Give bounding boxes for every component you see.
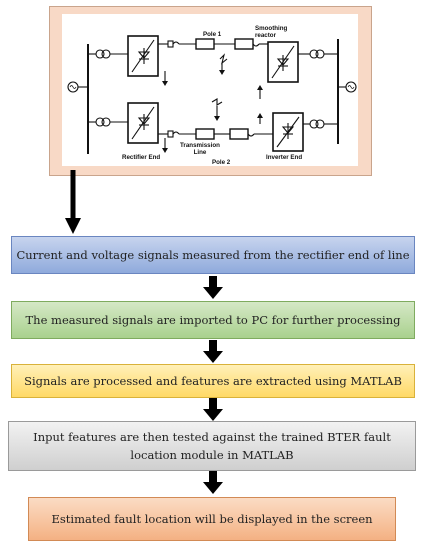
step2-to-step3-arrow bbox=[203, 340, 223, 363]
pole1-label: Pole 1 bbox=[203, 31, 222, 38]
step-5-text: Estimated fault location will be display… bbox=[51, 512, 373, 526]
step-2-text: The measured signals are imported to PC … bbox=[25, 313, 401, 327]
step4-to-step5-arrow bbox=[203, 471, 223, 494]
step-3-box: Signals are processed and features are e… bbox=[11, 364, 415, 398]
image-to-step1-arrow bbox=[65, 170, 81, 234]
ac-source-right-icon bbox=[345, 81, 357, 93]
pole2-label: Pole 2 bbox=[212, 159, 231, 166]
rectifier-pole2-valve bbox=[127, 102, 159, 144]
rectifier-end-label: Rectifier End bbox=[122, 154, 161, 161]
step-1-box: Current and voltage signals measured fro… bbox=[11, 236, 415, 274]
hvdc-circuit-diagram: Pole 1 Smoothing reactor Transmission Li… bbox=[62, 14, 358, 166]
step-2-box: The measured signals are imported to PC … bbox=[11, 301, 415, 339]
rectifier-pole1-valve bbox=[127, 35, 159, 77]
circuit-drawing bbox=[67, 35, 357, 154]
transmission-line-label: Transmission Line bbox=[180, 142, 220, 156]
step3-to-step4-arrow bbox=[203, 398, 223, 421]
inverter-end-label: Inverter End bbox=[266, 154, 303, 161]
step-5-box: Estimated fault location will be display… bbox=[28, 497, 396, 541]
step-4-box: Input features are then tested against t… bbox=[8, 421, 416, 471]
inverter-pole2-valve bbox=[272, 112, 304, 152]
step-4-text: Input features are then tested against t… bbox=[33, 430, 391, 462]
step-3-text: Signals are processed and features are e… bbox=[24, 374, 402, 388]
step-1-text: Current and voltage signals measured fro… bbox=[16, 248, 410, 262]
inverter-pole1-valve bbox=[267, 41, 299, 83]
step1-to-step2-arrow bbox=[203, 276, 223, 299]
smoothing-reactor-label: Smoothing reactor bbox=[255, 25, 288, 39]
